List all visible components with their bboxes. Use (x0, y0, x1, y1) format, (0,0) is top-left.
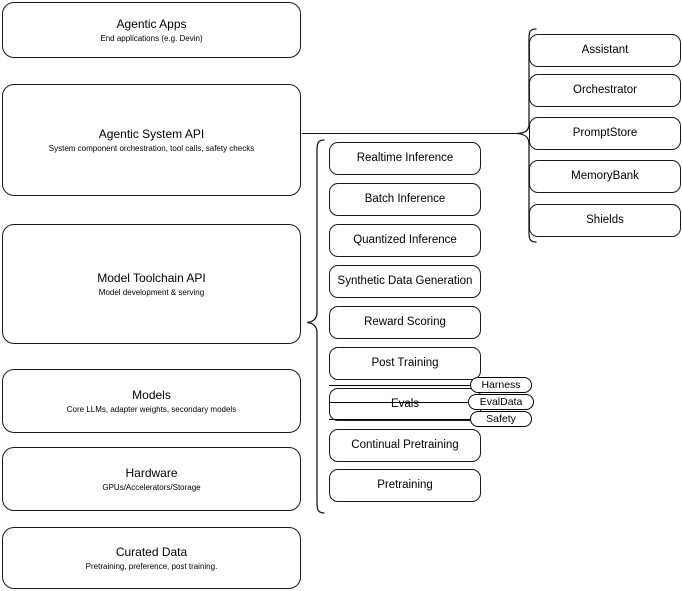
agentic-component-promptstore[interactable]: PromptStore (529, 117, 681, 150)
toolchain-component-quantized-inference[interactable]: Quantized Inference (329, 224, 481, 257)
layer-title: Agentic Apps (116, 16, 187, 31)
layer-box-models[interactable]: Models Core LLMs, adapter weights, secon… (2, 369, 301, 433)
layer-box-agentic-apps[interactable]: Agentic Apps End applications (e.g. Devi… (2, 2, 301, 58)
agentic-components-brace (515, 28, 537, 243)
layer-subtitle: Pretraining, preference, post training. (85, 561, 218, 571)
agentic-component-shields[interactable]: Shields (529, 204, 681, 237)
toolchain-component-reward-scoring[interactable]: Reward Scoring (329, 306, 481, 339)
layer-title: Models (132, 387, 171, 402)
evals-subcomponent-evaldata[interactable]: EvalData (468, 394, 534, 410)
connector-evals-evaldata (329, 402, 475, 403)
agentic-component-assistant[interactable]: Assistant (529, 34, 681, 67)
layer-title: Model Toolchain API (97, 270, 206, 285)
agentic-component-memorybank[interactable]: MemoryBank (529, 160, 681, 193)
layer-subtitle: System component orchestration, tool cal… (48, 143, 255, 153)
toolchain-component-synthetic-data-generation[interactable]: Synthetic Data Generation (329, 265, 481, 298)
evals-subcomponent-safety[interactable]: Safety (470, 411, 532, 427)
connector-evals-safety (329, 419, 475, 420)
layer-box-hardware[interactable]: Hardware GPUs/Accelerators/Storage (2, 447, 301, 511)
layer-box-curated-data[interactable]: Curated Data Pretraining, preference, po… (2, 527, 301, 589)
toolchain-component-continual-pretraining[interactable]: Continual Pretraining (329, 429, 481, 462)
toolchain-component-pretraining[interactable]: Pretraining (329, 469, 481, 502)
agentic-component-orchestrator[interactable]: Orchestrator (529, 74, 681, 107)
layer-box-model-toolchain-api[interactable]: Model Toolchain API Model development & … (2, 224, 301, 344)
layer-subtitle: End applications (e.g. Devin) (100, 33, 203, 43)
layer-subtitle: GPUs/Accelerators/Storage (102, 482, 201, 492)
evals-subcomponent-harness[interactable]: Harness (470, 377, 532, 393)
layer-box-agentic-system-api[interactable]: Agentic System API System component orch… (2, 84, 301, 196)
toolchain-component-batch-inference[interactable]: Batch Inference (329, 183, 481, 216)
toolchain-component-evals[interactable]: Evals (329, 388, 481, 421)
layer-title: Curated Data (115, 544, 188, 559)
toolchain-component-post-training[interactable]: Post Training (329, 347, 481, 380)
connector-agentic-system-to-components (302, 133, 517, 134)
connector-evals-harness (329, 385, 475, 386)
layer-title: Agentic System API (98, 126, 205, 141)
toolchain-component-realtime-inference[interactable]: Realtime Inference (329, 142, 481, 175)
layer-subtitle: Model development & serving (98, 287, 205, 297)
toolchain-brace (303, 139, 325, 514)
layer-title: Hardware (125, 465, 178, 480)
layer-subtitle: Core LLMs, adapter weights, secondary mo… (66, 404, 237, 414)
